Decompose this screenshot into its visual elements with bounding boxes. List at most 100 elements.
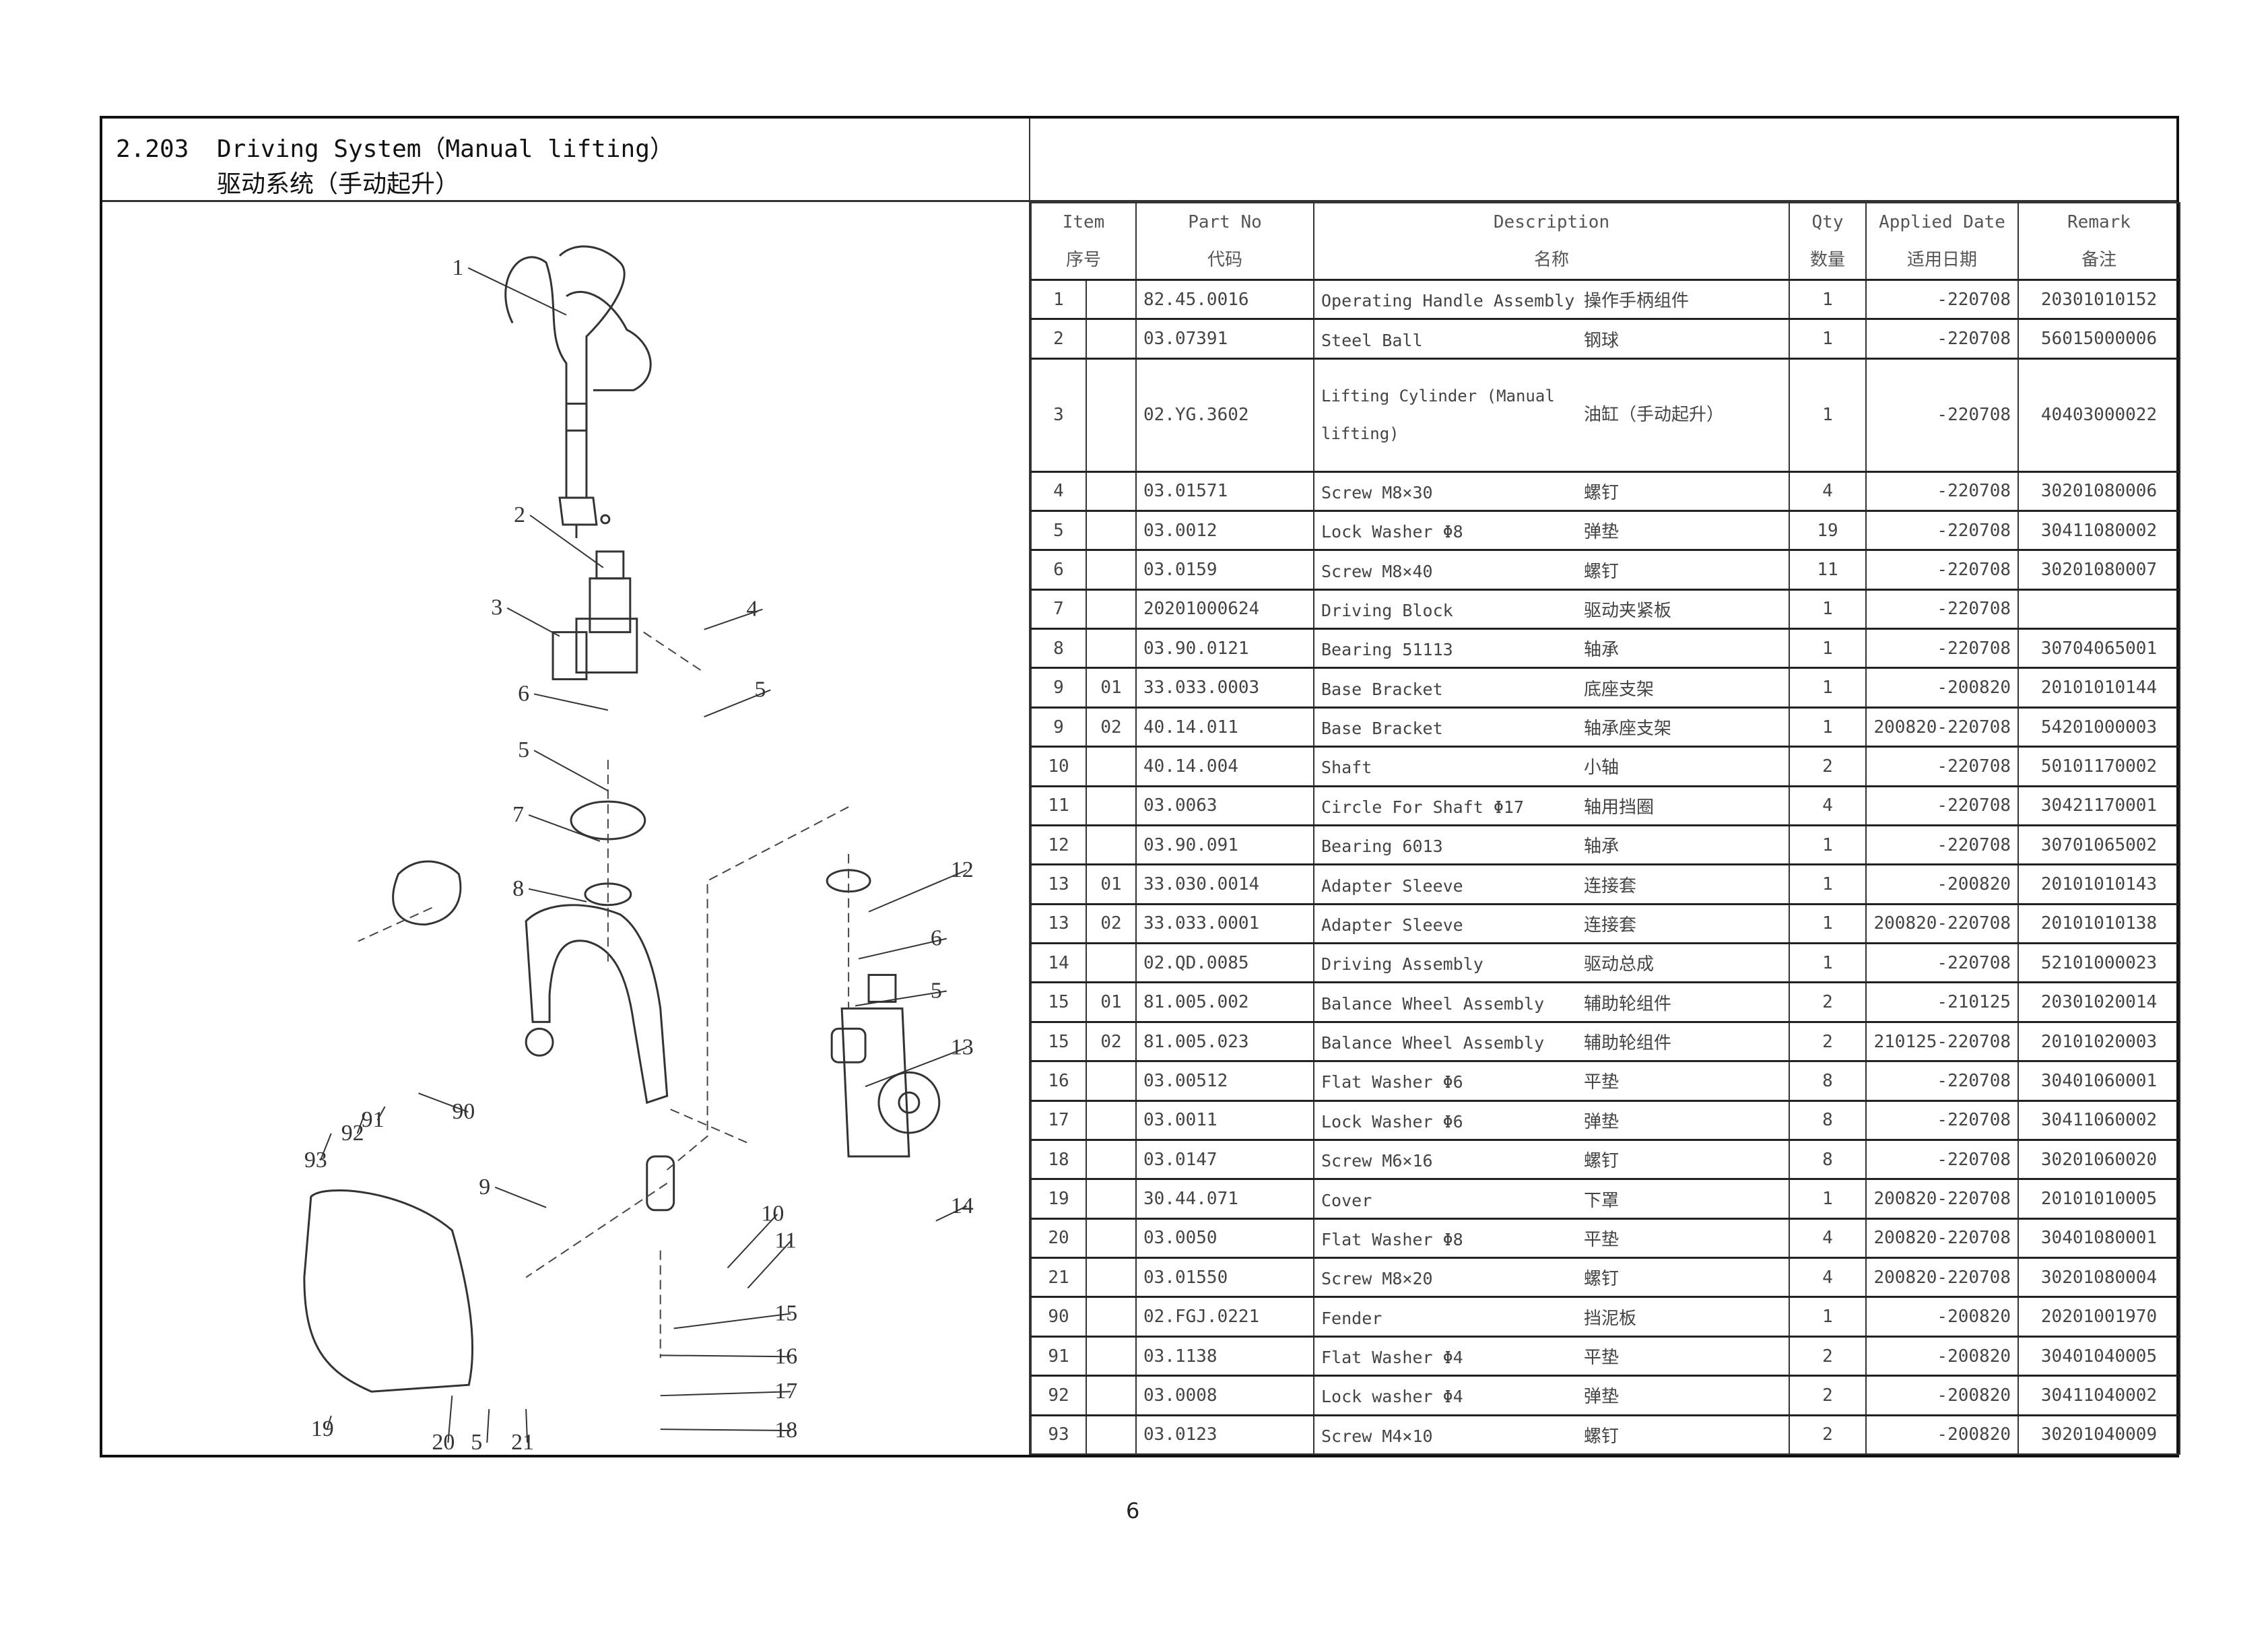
callout-label: 9 [479,1175,490,1200]
description-en: Adapter Sleeve [1321,915,1463,935]
callout-leader-line [533,693,609,711]
description-zh: 平垫 [1584,1072,1620,1093]
callout-leader-line [673,1313,791,1329]
cell-qty: 4 [1789,1217,1867,1259]
cell-part-no: 03.0063 [1135,785,1314,826]
callout-label: 12 [951,857,974,882]
callout-label: 5 [931,978,942,1003]
cell-part-no: 81.005.023 [1135,1020,1314,1062]
cell-applied-date: 200820-220708 [1865,1217,2019,1259]
cell-part-no: 03.0008 [1135,1375,1314,1416]
cell-applied-date: -200820 [1865,667,2019,709]
description-en: Balance Wheel Assembly [1321,1033,1545,1053]
cell-sub-item [1086,549,1137,591]
description-en: Adapter Sleeve [1321,876,1463,896]
description-en: Screw M8×30 [1321,482,1433,502]
cell-sub-item [1086,1178,1137,1220]
cell-item: 19 [1030,1178,1087,1220]
cell-remark: 30201080004 [2017,1257,2180,1298]
cell-applied-date: -200820 [1865,1414,2019,1455]
cell-remark [2017,588,2180,630]
description-zh: 螺钉 [1584,1426,1620,1447]
cell-applied-date: -220708 [1865,509,2019,551]
cell-qty: 1 [1789,278,1867,320]
cell-part-no: 03.90.0121 [1135,628,1314,669]
cell-applied-date: -220708 [1865,824,2019,865]
callout-leader-line [528,888,587,902]
cell-sub-item [1086,942,1137,983]
description-zh: 螺钉 [1584,1269,1620,1290]
cell-qty: 1 [1789,667,1867,709]
callout-label: 1 [452,255,463,280]
cell-sub-item: 01 [1086,981,1137,1023]
callout-label: 14 [951,1193,974,1218]
description-en: Balance Wheel Assembly [1321,993,1545,1014]
cell-qty: 1 [1789,863,1867,905]
cell-description: Balance Wheel Assembly 辅助轮组件 [1313,1020,1790,1062]
cell-applied-date: -220708 [1865,588,2019,630]
cell-applied-date: -200820 [1865,863,2019,905]
callout-leader-line [528,814,601,842]
callout-label: 6 [518,681,529,706]
callout-label: 18 [774,1418,797,1443]
cell-part-no: 02.QD.0085 [1135,942,1314,983]
callout-leader-line [935,1205,968,1222]
cell-qty: 2 [1789,1020,1867,1062]
description-zh: 油缸（手动起升） [1584,404,1725,425]
cell-remark: 30411040002 [2017,1375,2180,1416]
cell-part-no: 03.01550 [1135,1257,1314,1298]
description-zh: 螺钉 [1584,482,1620,503]
description-zh: 辅助轮组件 [1584,1033,1672,1054]
description-zh: 弹垫 [1584,1111,1620,1132]
cell-part-no: 03.0159 [1135,549,1314,591]
cell-qty: 2 [1789,1414,1867,1455]
cell-sub-item [1086,588,1137,630]
cell-item: 8 [1030,628,1087,669]
cell-part-no: 03.01571 [1135,470,1314,512]
cell-item: 93 [1030,1414,1087,1455]
cell-qty: 8 [1789,1099,1867,1141]
cell-sub-item [1086,1217,1137,1259]
cell-sub-item [1086,785,1137,826]
cell-sub-item [1086,1099,1137,1141]
cell-applied-date: 200820-220708 [1865,902,2019,944]
description-zh: 轴承座支架 [1584,719,1672,740]
cell-applied-date: 210125-220708 [1865,1020,2019,1062]
cell-part-no: 82.45.0016 [1135,278,1314,320]
cell-item: 16 [1030,1060,1087,1102]
cell-item: 13 [1030,902,1087,944]
description-en: Lock washer Φ4 [1321,1387,1463,1407]
cell-remark: 20201001970 [2017,1296,2180,1338]
cell-sub-item [1086,318,1137,360]
cell-part-no: 03.1138 [1135,1335,1314,1377]
cell-sub-item [1086,1375,1137,1416]
description-en: Steel Ball [1321,330,1423,350]
cell-item: 92 [1030,1375,1087,1416]
callout-label: 13 [951,1035,974,1059]
cell-applied-date: -220708 [1865,1099,2019,1141]
description-en: Circle For Shaft Φ17 [1321,797,1525,817]
cell-part-no: 03.90.091 [1135,824,1314,865]
cell-item: 11 [1030,785,1087,826]
callout-leader-line [533,750,609,791]
description-zh: 底座支架 [1584,679,1655,700]
cell-sub-item [1086,746,1137,787]
